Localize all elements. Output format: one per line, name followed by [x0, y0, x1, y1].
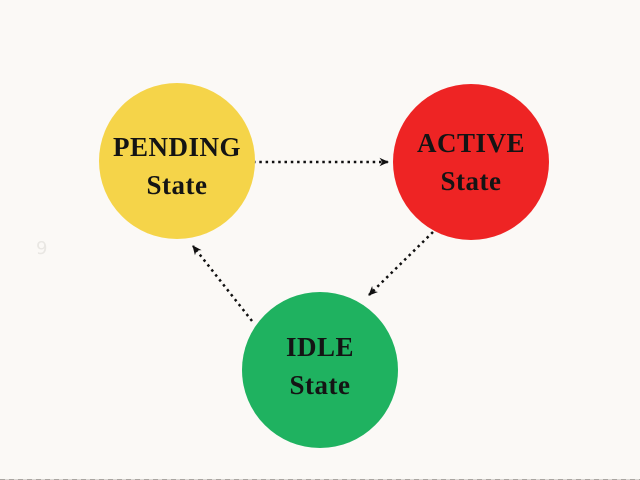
- transition-arrow: [192, 157, 434, 322]
- state-node-sublabel: State: [146, 170, 208, 200]
- state-node-text: ACTIVE State: [417, 124, 525, 200]
- state-node-idle: IDLE State: [242, 292, 398, 448]
- faint-watermark-digit: 9: [36, 238, 48, 259]
- state-node-label: IDLE: [285, 332, 355, 362]
- state-node-text: PENDING State: [113, 128, 241, 204]
- state-node-label: PENDING: [112, 132, 241, 162]
- state-node-sublabel: State: [440, 166, 502, 196]
- transition-arrow-active-to-idle: [368, 231, 434, 296]
- state-node-label: ACTIVE: [416, 128, 526, 158]
- state-node-sublabel: State: [289, 370, 351, 400]
- state-node-pending: PENDING State: [99, 83, 255, 239]
- state-node-active: ACTIVE State: [393, 84, 549, 240]
- transition-arrow-idle-to-pending: [192, 245, 253, 322]
- state-node-text: IDLE State: [286, 328, 354, 404]
